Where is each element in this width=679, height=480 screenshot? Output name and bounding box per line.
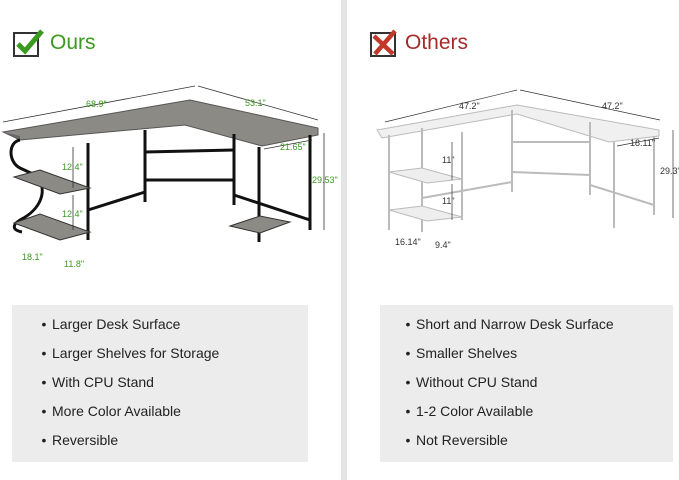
others-features: •Short and Narrow Desk Surface •Smaller …	[380, 305, 673, 462]
feature-item: •With CPU Stand	[41, 374, 154, 390]
dim-shelf-bottom: 11"	[442, 196, 455, 206]
dim-depth: 21.65"	[280, 142, 306, 152]
ours-header: Ours	[12, 28, 96, 58]
feature-item: •Short and Narrow Desk Surface	[405, 316, 614, 332]
dim-shelf-depth: 16.14"	[395, 237, 421, 247]
dim-shelf-top: 12.4"	[62, 162, 83, 172]
dim-shelf-depth: 18.1"	[22, 252, 43, 262]
feature-item: •Without CPU Stand	[405, 374, 538, 390]
dim-shelf-bottom: 12.4"	[62, 209, 83, 219]
dim-shelf-width: 11.8"	[64, 259, 84, 269]
dim-height: 29.3"	[660, 166, 679, 176]
others-desk-illustration: 47.2" 47.2" 18.11" 29.3" 11" 11" 16.14" …	[376, 89, 679, 250]
ours-title: Ours	[50, 31, 96, 54]
ours-panel: Ours 68.9" 53.1" 21.65" 29.53" 12.4" 12.…	[1, 28, 338, 462]
ours-desk-illustration: 68.9" 53.1" 21.65" 29.53" 12.4" 12.4" 18…	[1, 85, 338, 269]
feature-item: •Smaller Shelves	[405, 345, 518, 361]
divider	[341, 0, 347, 480]
dim-depth: 18.11"	[630, 138, 655, 148]
feature-item: •Reversible	[41, 432, 119, 448]
others-header: Others	[369, 28, 468, 58]
feature-item: •More Color Available	[41, 403, 181, 419]
checkbox-check-icon	[13, 29, 44, 57]
others-title: Others	[405, 31, 469, 54]
dim-shelf-width: 9.4"	[435, 240, 451, 250]
feature-item: •1-2 Color Available	[405, 403, 534, 419]
dim-width: 53.1"	[245, 98, 266, 108]
dim-width: 47.2"	[602, 101, 623, 111]
dim-length: 47.2"	[459, 101, 480, 111]
others-panel: Others 47.2" 47.2" 18.11" 29.3" 11" 11" …	[347, 0, 679, 480]
dim-height: 29.53"	[312, 175, 338, 185]
feature-item: •Larger Desk Surface	[41, 316, 181, 332]
feature-item: •Not Reversible	[405, 432, 508, 448]
dim-shelf-top: 11"	[442, 155, 455, 165]
checkbox-x-icon	[370, 29, 397, 57]
dim-length: 68.9"	[86, 99, 107, 109]
feature-item: •Larger Shelves for Storage	[41, 345, 220, 361]
ours-features: •Larger Desk Surface •Larger Shelves for…	[12, 305, 308, 462]
